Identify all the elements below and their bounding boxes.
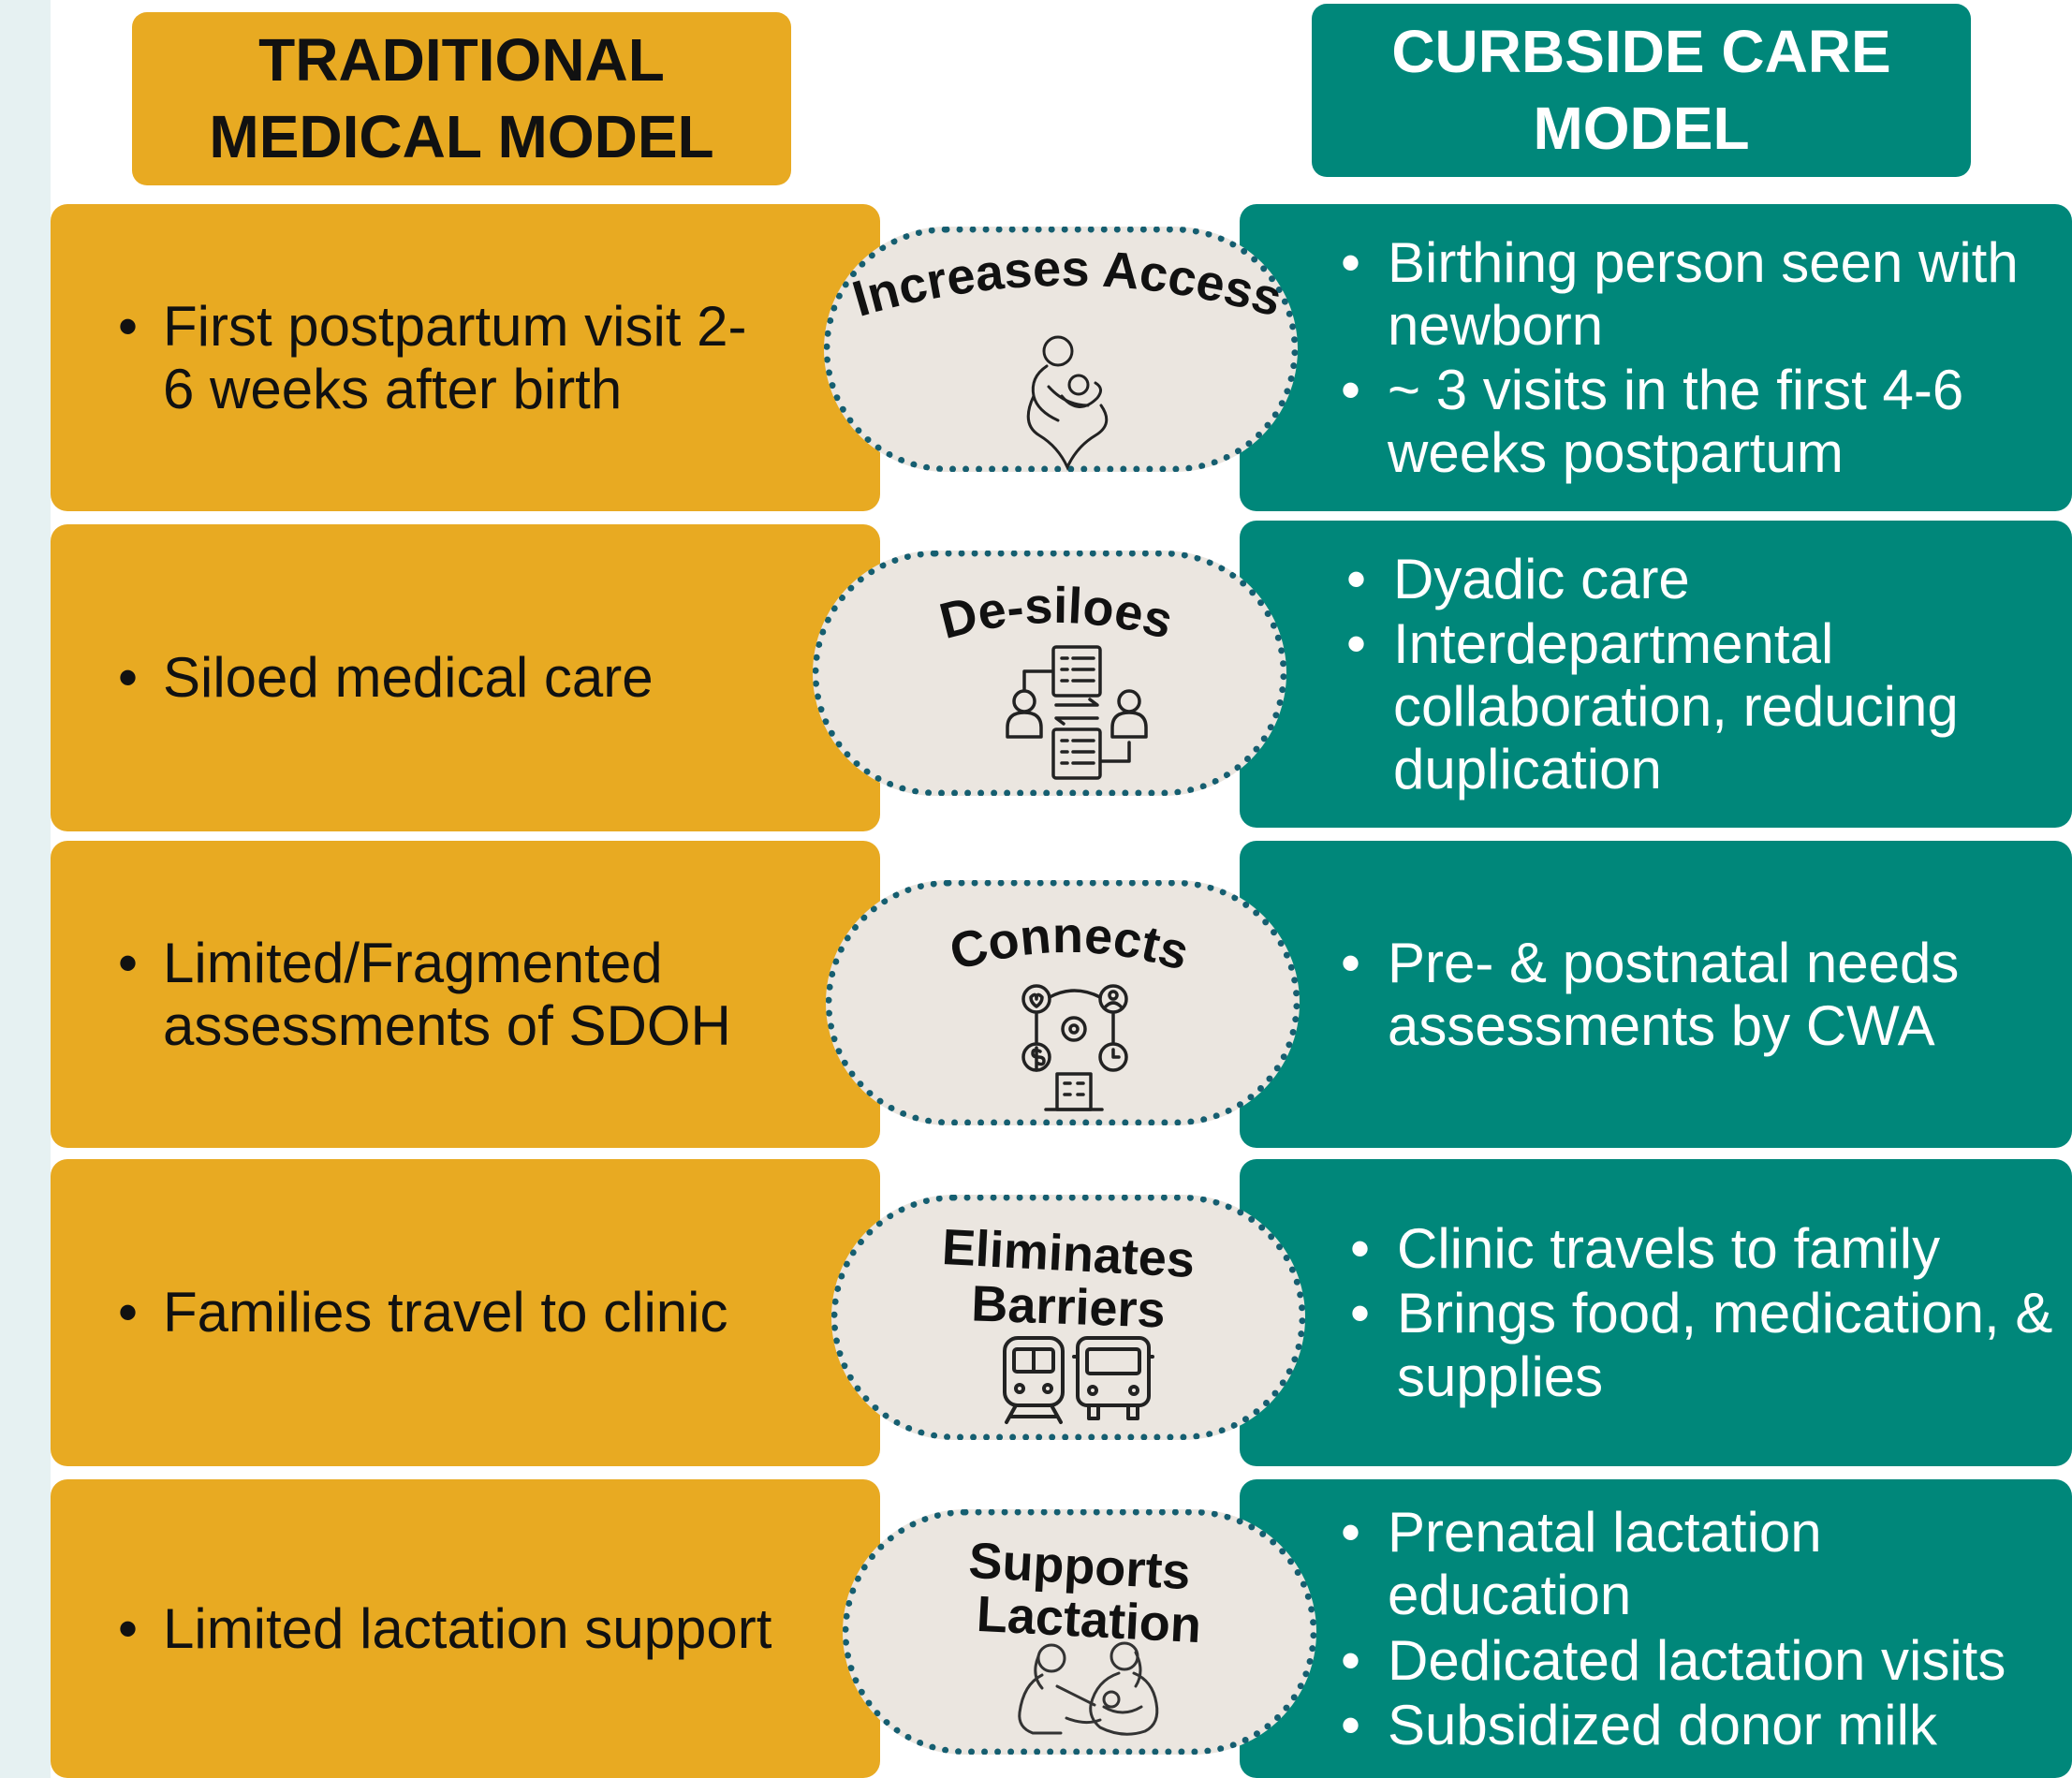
traditional-box-access: First postpartum visit 2-6 weeks after b…	[51, 204, 880, 511]
connector-label: Increases Access	[846, 241, 1287, 328]
connector-label-arc: Connects	[944, 907, 1195, 981]
traditional-item: Limited/Fragmented assessments of SDOH	[118, 932, 818, 1057]
curbside-item: Brings food, medication, & supplies	[1350, 1282, 2063, 1407]
train-and-bus-icon	[1003, 1336, 1154, 1424]
connector-supports-lactation: Supports Lactation	[843, 1509, 1316, 1755]
traditional-item: Limited lactation support	[118, 1597, 771, 1660]
traditional-box-siloes: Siloed medical care	[51, 524, 880, 831]
curbside-box-connects: Pre- & postnatal needs assessments by CW…	[1240, 841, 2072, 1148]
curbside-item: Prenatal lactation education	[1341, 1501, 2063, 1626]
svg-text:Connects: Connects	[944, 907, 1195, 981]
connector-increases-access: Increases Access	[824, 227, 1298, 472]
traditional-box-connects: Limited/Fragmented assessments of SDOH	[51, 841, 880, 1148]
traditional-header-line-1: TRADITIONAL	[258, 25, 665, 94]
traditional-item: First postpartum visit 2-6 weeks after b…	[118, 295, 762, 420]
svg-text:De-siloes: De-siloes	[934, 578, 1179, 650]
curbside-box-barriers: Clinic travels to family Brings food, me…	[1240, 1159, 2072, 1466]
curbside-box-access: Birthing person seen with newborn ~ 3 vi…	[1240, 204, 2072, 511]
curbside-item: Birthing person seen with newborn	[1341, 231, 2063, 357]
curbside-item: Dyadic care	[1346, 548, 2063, 610]
traditional-box-lactation: Limited lactation support	[51, 1479, 880, 1778]
connector-label-arc: Increases Access	[846, 241, 1287, 328]
curbside-header-line-1: CURBSIDE CARE	[1391, 17, 1891, 85]
left-edge-strip	[0, 0, 51, 1778]
traditional-item: Families travel to clinic	[118, 1281, 728, 1344]
curbside-item: Clinic travels to family	[1350, 1217, 2063, 1280]
network-services-icon	[1021, 984, 1128, 1111]
connector-label-arc: De-siloes	[934, 578, 1179, 650]
traditional-item: Siloed medical care	[118, 646, 654, 709]
curbside-item: Interdepartmental collaboration, reducin…	[1346, 612, 2063, 801]
curbside-item: ~ 3 visits in the first 4-6 weeks postpa…	[1341, 359, 2063, 484]
mother-and-baby-heart-icon	[1026, 335, 1109, 471]
curbside-box-siloes: Dyadic care Interdepartmental collaborat…	[1240, 521, 2072, 828]
connector-eliminates-barriers: Eliminates Barriers	[831, 1195, 1305, 1440]
lactation-support-icon	[1018, 1641, 1159, 1736]
traditional-header-line-2: MEDICAL MODEL	[209, 102, 714, 170]
traditional-box-barriers: Families travel to clinic	[51, 1159, 880, 1466]
connector-connects: Connects	[826, 880, 1300, 1125]
connector-de-siloes: De-siloes	[813, 551, 1286, 796]
curbside-box-lactation: Prenatal lactation education Dedicated l…	[1240, 1479, 2072, 1778]
curbside-item: Subsidized donor milk	[1341, 1694, 2063, 1756]
connector-label-block: Eliminates Barriers	[838, 1219, 1299, 1338]
curbside-item: Pre- & postnatal needs assessments by CW…	[1341, 932, 2063, 1057]
connector-label: De-siloes	[934, 578, 1179, 650]
traditional-model-header: TRADITIONAL MEDICAL MODEL	[132, 12, 791, 185]
curbside-header-line-2: MODEL	[1533, 94, 1750, 162]
curbside-item: Dedicated lactation visits	[1341, 1629, 2063, 1692]
connector-label: Connects	[944, 907, 1195, 981]
connector-label-block: Supports Lactation	[849, 1533, 1310, 1653]
curbside-model-header: CURBSIDE CARE MODEL	[1312, 4, 1971, 177]
exchange-people-documents-icon	[1006, 645, 1148, 780]
svg-text:Increases Access: Increases Access	[846, 241, 1287, 328]
